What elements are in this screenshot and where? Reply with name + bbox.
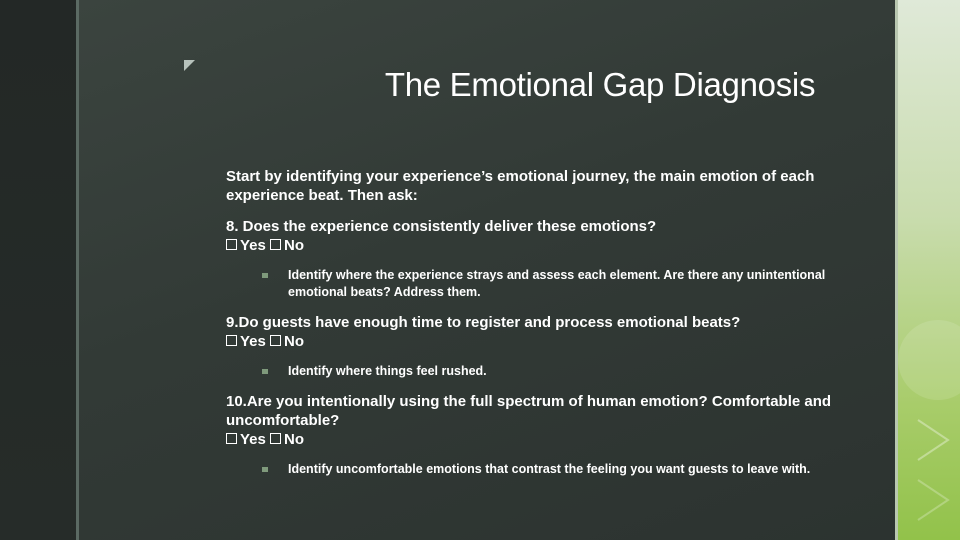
slide-title: The Emotional Gap Diagnosis <box>384 66 816 103</box>
corner-triangle-icon <box>184 60 195 71</box>
intro-text: Start by identifying your experience’s e… <box>226 168 815 204</box>
decor-pattern <box>898 320 960 521</box>
question-10: 10.Are you intentionally using the full … <box>226 392 846 478</box>
no-label: No <box>284 431 305 448</box>
no-checkbox[interactable] <box>270 239 282 250</box>
sub-bullet: Identify uncomfortable emotions that con… <box>262 461 846 478</box>
question-text: 8. Does the experience consistently deli… <box>226 218 657 235</box>
no-label: No <box>284 333 305 350</box>
slide-panel <box>79 0 895 540</box>
bullet-icon <box>262 467 268 472</box>
bullet-icon <box>262 273 268 278</box>
bullet-icon <box>262 369 268 374</box>
sub-bullet: Identify where things feel rushed. <box>262 363 846 380</box>
sub-bullet-text: Identify where things feel rushed. <box>288 364 487 378</box>
sub-bullet-text: Identify where the experience strays and… <box>288 268 826 299</box>
no-label: No <box>284 237 305 254</box>
right-divider <box>895 0 898 540</box>
question-8: 8. Does the experience consistently deli… <box>226 217 846 301</box>
yes-no-choice: Yes No <box>226 236 846 255</box>
question-text: 9.Do guests have enough time to register… <box>226 314 741 331</box>
left-decor-strip <box>0 0 76 540</box>
left-divider <box>76 0 79 540</box>
slide-body: Start by identifying your experience’s e… <box>226 167 846 478</box>
yes-label: Yes <box>240 431 266 448</box>
yes-label: Yes <box>240 237 266 254</box>
yes-checkbox[interactable] <box>226 335 237 346</box>
question-text: 10.Are you intentionally using the full … <box>226 393 832 429</box>
yes-no-choice: Yes No <box>226 332 846 351</box>
no-checkbox[interactable] <box>270 433 282 444</box>
yes-checkbox[interactable] <box>226 433 237 444</box>
yes-no-choice: Yes No <box>226 430 846 449</box>
right-decor-strip <box>898 0 960 540</box>
yes-checkbox[interactable] <box>226 239 237 250</box>
yes-label: Yes <box>240 333 266 350</box>
sub-bullet: Identify where the experience strays and… <box>262 267 846 301</box>
question-9: 9.Do guests have enough time to register… <box>226 313 846 380</box>
no-checkbox[interactable] <box>270 335 282 346</box>
sub-bullet-text: Identify uncomfortable emotions that con… <box>288 462 811 476</box>
